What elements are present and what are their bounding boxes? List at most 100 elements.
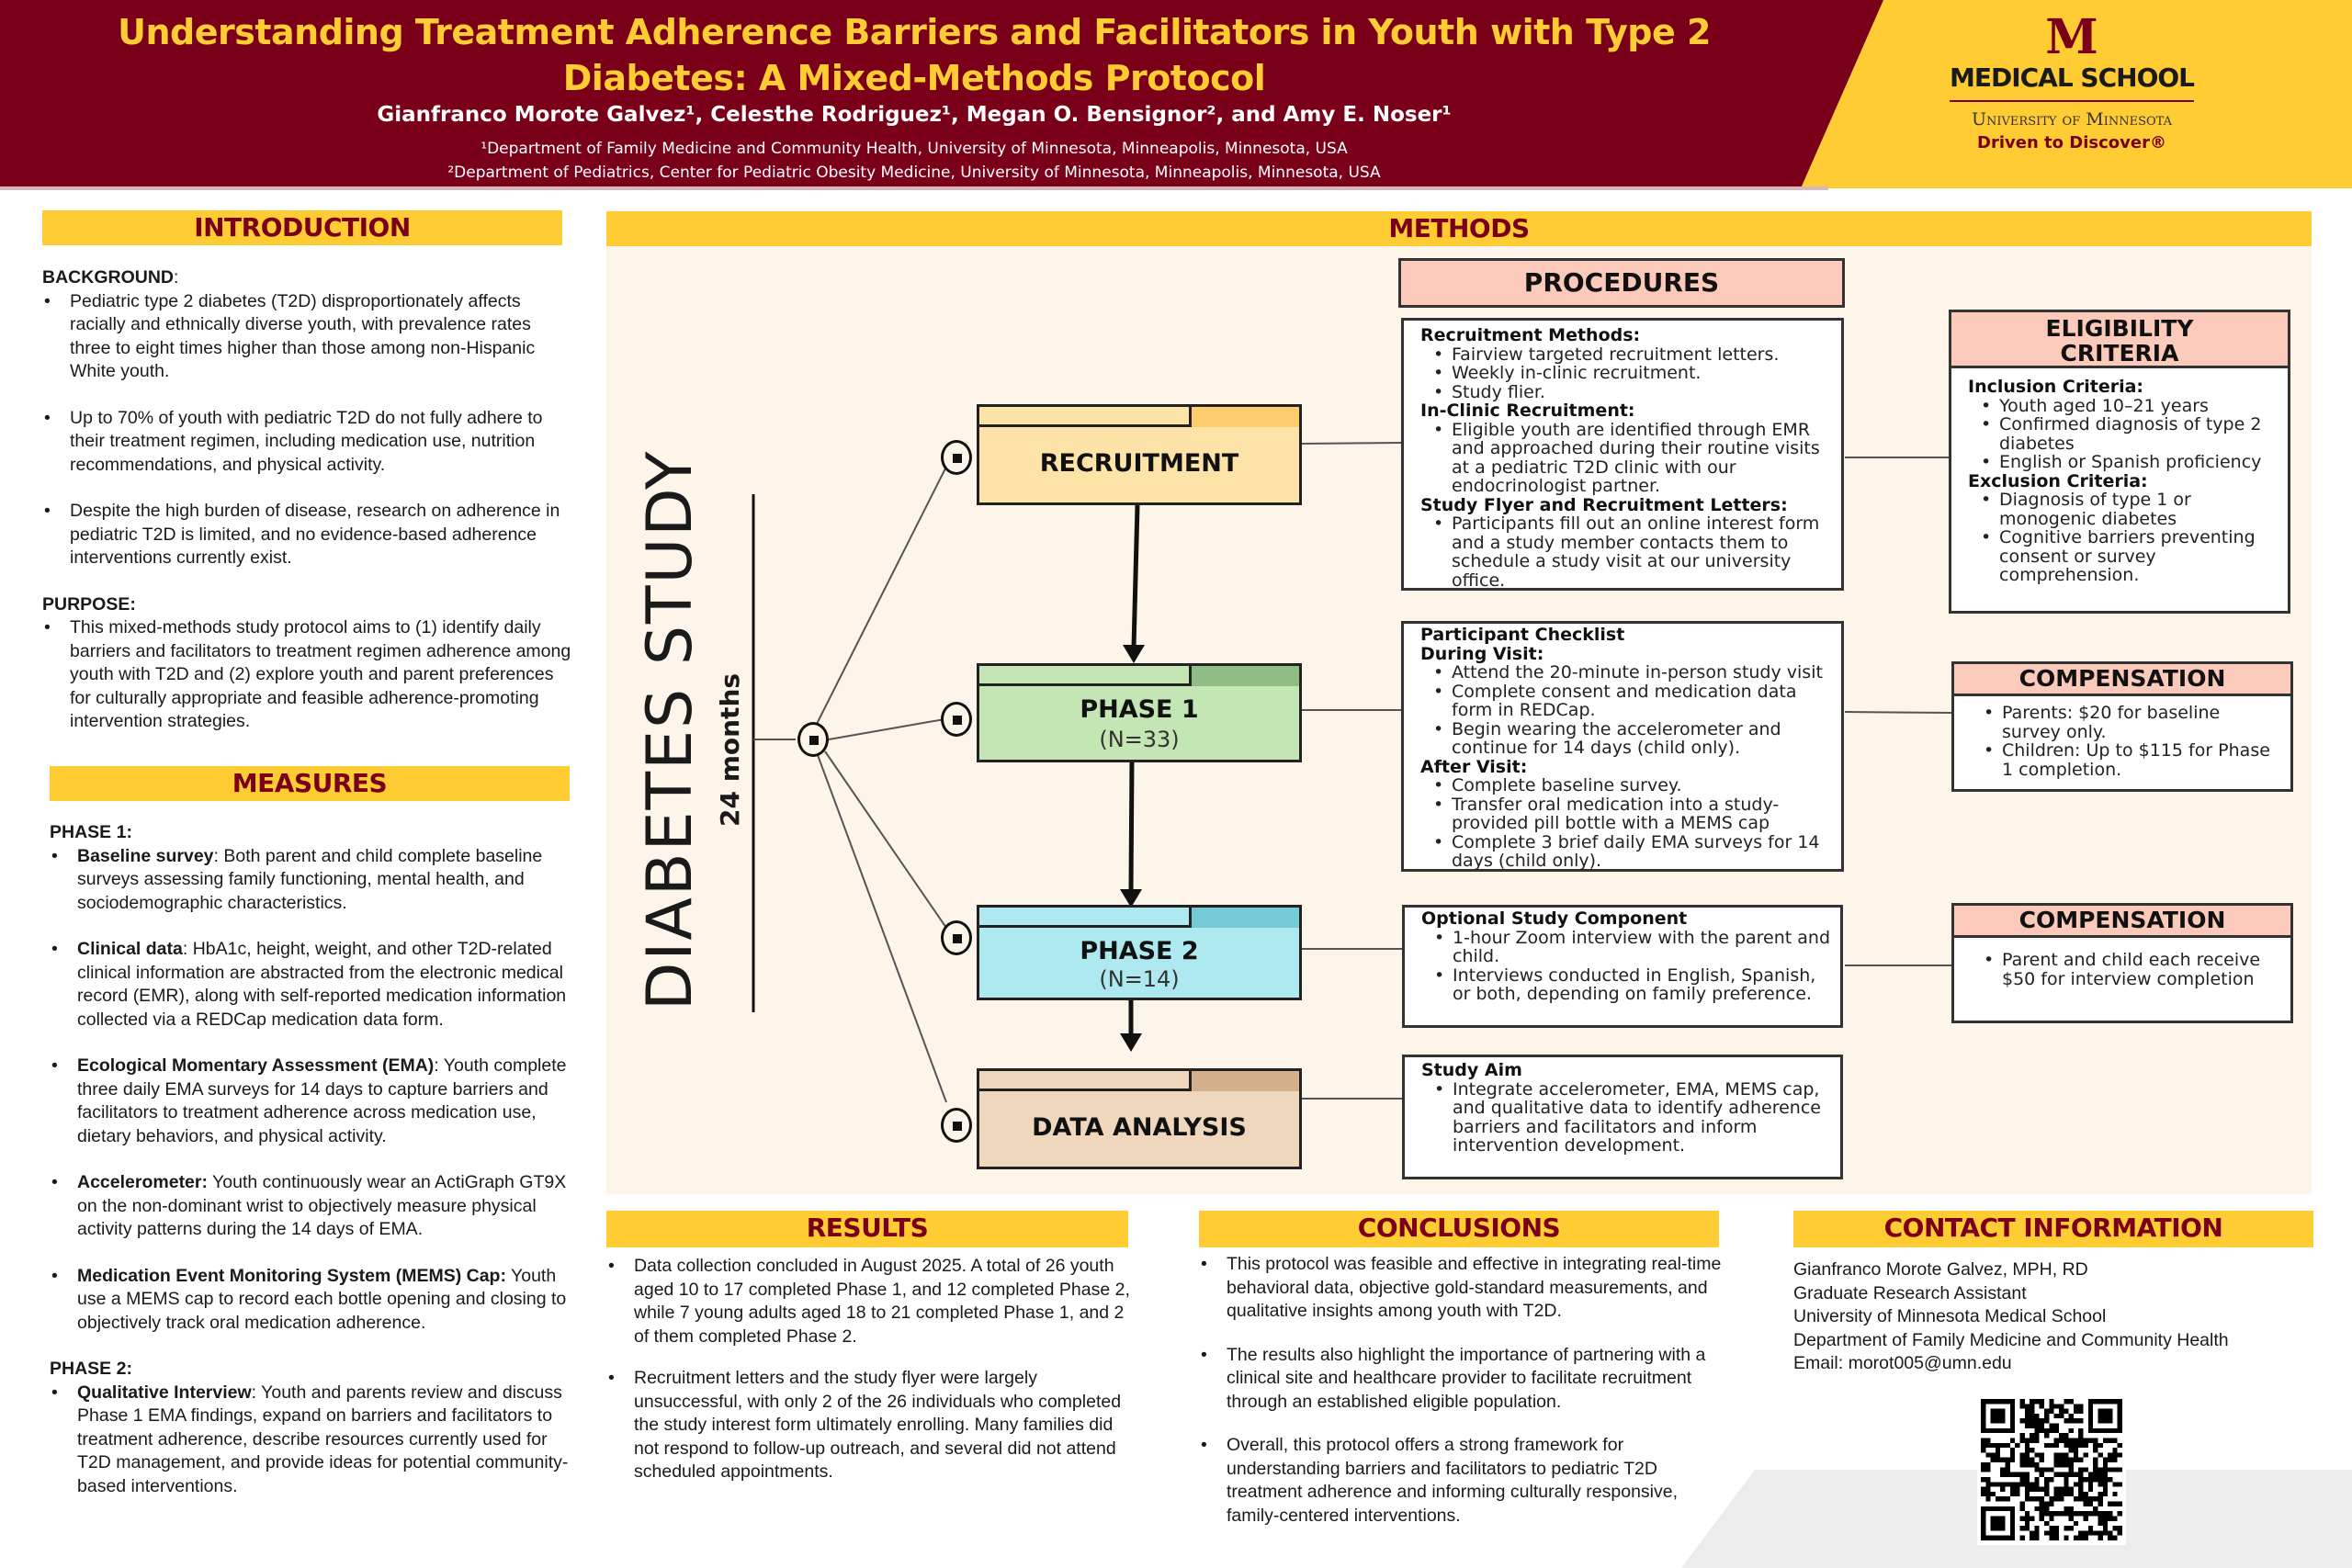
list-item: Youth aged 10–21 years [1968,396,2278,416]
phase1-measures-list: Baseline survey: Both parent and child c… [50,845,578,1336]
contact-body: Gianfranco Morote Galvez, MPH, RD Gradua… [1793,1258,2326,1376]
list-item: Children: Up to $115 for Phase 1 complet… [1971,741,2281,779]
node-marker-icon [941,1108,972,1143]
procedures-heading: PROCEDURES [1398,258,1845,308]
background-list: Pediatric type 2 diabetes (T2D) dispropo… [42,290,575,570]
list-item: Complete consent and medication data for… [1420,682,1832,720]
title-line-2: Diabetes: A Mixed-Methods Protocol [562,58,1266,98]
results-heading: RESULTS [606,1211,1128,1247]
list-item: Attend the 20-minute in-person study vis… [1420,663,1832,682]
node-phase1: PHASE 1 (N=33) [977,663,1302,762]
box-list: Parents: $20 for baseline survey only.Ch… [1971,704,2281,779]
box-list: Integrate accelerometer, EMA, MEMS cap, … [1421,1079,1831,1156]
list-item: Weekly in-clinic recruitment. [1420,364,1832,383]
authors: Gianfranco Morote Galvez¹, Celesthe Rodr… [377,103,1452,127]
box-section-title: In-Clinic Recruitment: [1420,400,1635,421]
node-label: PHASE 1 [1080,695,1199,724]
logo-university: University of Minnesota [1972,109,2172,130]
conclusions-body: This protocol was feasible and effective… [1199,1253,1732,1528]
purpose-label: PURPOSE: [42,593,136,615]
list-item: Study flier. [1420,382,1832,402]
results-body: Data collection concluded in August 2025… [606,1255,1139,1484]
node-label: PHASE 2 [1080,937,1199,965]
list-item: Pediatric type 2 diabetes (T2D) dispropo… [42,290,575,384]
measure-term: Ecological Momentary Assessment (EMA) [77,1055,435,1076]
list-item: The results also highlight the importanc… [1199,1344,1732,1415]
introduction-heading: INTRODUCTION [42,210,562,245]
hub-node-icon [797,722,829,757]
list-item: Diagnosis of type 1 or monogenic diabete… [1968,491,2278,528]
measures-body: PHASE 1: Baseline survey: Both parent an… [50,821,578,1498]
box-list: 1-hour Zoom interview with the parent an… [1421,928,1831,1004]
box-section-title: Recruitment Methods: [1420,325,1641,345]
list-item: Parent and child each receive $50 for in… [1971,951,2281,988]
box-section-title: Optional Study Component [1421,908,1688,929]
box-list: Fairview targeted recruitment letters.We… [1420,344,1832,402]
list-item: Up to 70% of youth with pediatric T2D do… [42,407,575,478]
list-item: Fairview targeted recruitment letters. [1420,344,1832,365]
compensation-heading: COMPENSATION [1951,903,2293,938]
list-item: Eligible youth are identified through EM… [1420,420,1832,496]
box-title: Participant Checklist [1420,625,1625,645]
conclusions-heading: CONCLUSIONS [1199,1211,1719,1247]
eligibility-box: Inclusion Criteria:Youth aged 10–21 year… [1949,366,2290,614]
contact-title: Graduate Research Assistant [1793,1282,2027,1303]
umn-medical-school-logo: M MEDICAL SCHOOL University of Minnesota… [1920,13,2223,152]
compensation-phase1-box: Parents: $20 for baseline survey only.Ch… [1951,694,2293,792]
measure-item: Baseline survey: Both parent and child c… [50,845,578,916]
study-title: DIABETES STUDY [634,449,707,1010]
header-banner: Understanding Treatment Adherence Barrie… [0,0,2352,188]
affiliation-1: ¹Department of Family Medicine and Commu… [481,140,1348,158]
logo-tagline: Driven to Discover® [1977,133,2166,152]
contact-institution: University of Minnesota Medical School [1793,1306,2107,1326]
node-data-analysis: DATA ANALYSIS [977,1068,1302,1169]
background-label: BACKGROUND [42,267,174,288]
list-item: 1-hour Zoom interview with the parent an… [1421,928,1831,966]
box-list: Eligible youth are identified through EM… [1420,420,1832,496]
list-item: Transfer oral medication into a study-pr… [1420,795,1832,833]
box-list: Youth aged 10–21 yearsConfirmed diagnosi… [1968,396,2278,472]
compensation-heading: COMPENSATION [1951,661,2293,696]
node-recruitment: RECRUITMENT [977,404,1302,505]
measure-term: Accelerometer: [77,1172,208,1192]
eligibility-heading-line: ELIGIBILITY [2045,315,2194,342]
box-list: Attend the 20-minute in-person study vis… [1420,663,1832,758]
list-item: English or Spanish proficiency [1968,453,2278,472]
list-item: Confirmed diagnosis of type 2 diabetes [1968,415,2278,453]
box-section-title: During Visit: [1420,643,1544,664]
list-item: Cognitive barriers preventing consent or… [1968,528,2278,585]
title-line-1: Understanding Treatment Adherence Barrie… [118,12,1711,52]
header-divider [0,186,1828,190]
list-item: This protocol was feasible and effective… [1199,1253,1732,1324]
box-section-title: Inclusion Criteria: [1968,377,2144,397]
box-section-title: After Visit: [1420,756,1528,777]
box-section-title: Study Flyer and Recruitment Letters: [1420,494,1788,515]
measure-item: Qualitative Interview: Youth and parents… [50,1382,578,1499]
measure-item: Clinical data: HbA1c, height, weight, an… [50,938,578,1032]
phase2-details-box: Optional Study Component1-hour Zoom inte… [1402,905,1843,1028]
qr-code-icon[interactable] [1977,1394,2126,1545]
header-gold-panel [1801,0,2352,188]
list-item: Despite the high burden of disease, rese… [42,500,575,570]
node-phase2: PHASE 2 (N=14) [977,905,1302,1000]
measure-term: Clinical data [77,939,183,959]
contact-email[interactable]: Email: morot005@umn.edu [1793,1353,2012,1373]
box-list: Participants fill out an online interest… [1420,514,1832,590]
node-marker-icon [941,920,972,955]
node-count: (N=14) [1099,966,1180,992]
study-duration: 24 months [715,672,745,827]
box-list: Complete baseline survey.Transfer oral m… [1420,776,1832,871]
contact-department: Department of Family Medicine and Commun… [1793,1329,2229,1350]
compensation-phase2-box: Parent and child each receive $50 for in… [1951,935,2293,1023]
study-aim-box: Study AimIntegrate accelerometer, EMA, M… [1402,1055,1843,1179]
measure-item: Ecological Momentary Assessment (EMA): Y… [50,1055,578,1148]
poster-title: Understanding Treatment Adherence Barrie… [92,9,1736,101]
list-item: Begin wearing the accelerometer and cont… [1420,719,1832,758]
list-item: Data collection concluded in August 2025… [606,1255,1139,1348]
logo-school: MEDICAL SCHOOL [1949,62,2195,102]
list-item: Recruitment letters and the study flyer … [606,1367,1139,1484]
list-item: Participants fill out an online interest… [1420,514,1832,590]
qr-code-graphic [1981,1399,2122,1540]
methods-heading: METHODS [606,211,2312,246]
